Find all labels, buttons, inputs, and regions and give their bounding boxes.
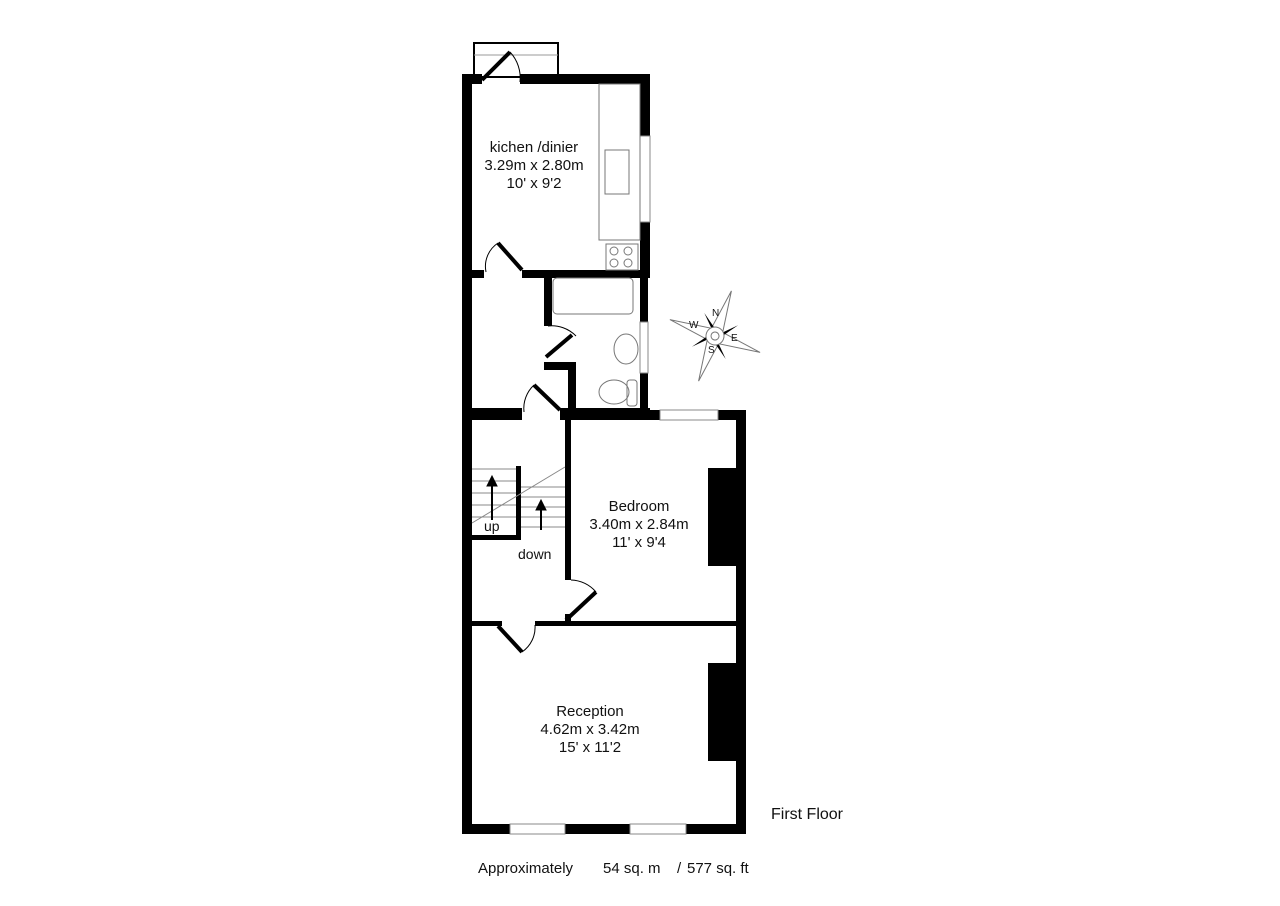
compass-icon: [669, 290, 761, 382]
stairs-down-label: down: [518, 546, 552, 562]
room-metric: 3.40m x 2.84m: [589, 516, 689, 533]
balcony: [473, 42, 559, 78]
stairs-up-label: up: [484, 518, 500, 534]
room-metric: 4.62m x 3.42m: [540, 721, 640, 738]
bathroom-fixtures: [552, 277, 639, 407]
room-imperial: 10' x 9'2: [506, 175, 562, 192]
stair-arrows: [486, 474, 547, 530]
room-label-bedroom: Bedroom 3.40m x 2.84m 11' x 9'4: [575, 498, 703, 552]
room-name: Bedroom: [608, 498, 670, 515]
room-imperial: 15' x 11'2: [558, 739, 622, 756]
kitchen-fixtures: [598, 83, 641, 271]
compass-north-label: N: [712, 308, 720, 319]
compass-south-label: S: [708, 345, 715, 356]
area-imperial: 577 sq. ft: [687, 860, 749, 877]
room-label-reception: Reception 4.62m x 3.42m 15' x 11'2: [520, 703, 660, 757]
area-prefix: Approximately: [478, 860, 574, 877]
room-label-kitchen: kichen /dinier 3.29m x 2.80m 10' x 9'2: [470, 139, 598, 193]
area-separator: /: [677, 860, 682, 877]
room-metric: 3.29m x 2.80m: [484, 157, 584, 174]
doors: [480, 50, 598, 654]
room-name: Reception: [556, 703, 624, 720]
compass-west-label: W: [689, 320, 699, 331]
compass-east-label: E: [731, 333, 738, 344]
room-name: kichen /dinier: [489, 139, 579, 156]
area-metric: 54 sq. m: [603, 860, 661, 877]
room-imperial: 11' x 9'4: [612, 534, 666, 551]
windows: [509, 135, 719, 835]
floor-label: First Floor: [771, 806, 843, 823]
